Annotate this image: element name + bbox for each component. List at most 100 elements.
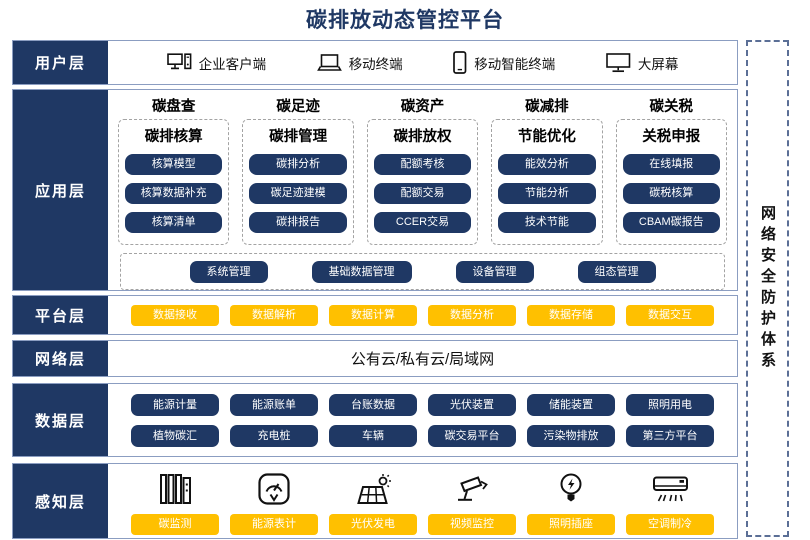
- layer-platform: 平台层 数据接收 数据解析 数据计算 数据分析 数据存储 数据交互: [12, 295, 738, 335]
- data-source-button: 充电桩: [230, 424, 318, 447]
- app-feature-button: 核算清单: [125, 212, 223, 233]
- platform-button: 数据分析: [428, 304, 516, 326]
- data-source-button: 照明用电: [626, 393, 714, 416]
- user-item-label: 大屏幕: [637, 56, 679, 72]
- data-source-row: 植物碳汇 充电桩 车辆 碳交易平台 污染物排放 第三方平台: [120, 424, 725, 447]
- app-module-title: 节能优化: [517, 129, 576, 145]
- layer-user: 用户层 企业客户端: [12, 40, 738, 85]
- user-item-enterprise-client: 企业客户端: [166, 53, 266, 73]
- app-feature-button: 核算模型: [125, 154, 223, 175]
- layer-network-label: 网络层: [13, 341, 108, 376]
- app-module-title: 碳排管理: [269, 129, 328, 145]
- layer-sensing: 感知层 碳监测: [12, 463, 738, 539]
- sense-item-solar-power: 光伏发电: [329, 470, 417, 535]
- sense-label-button: 空调制冷: [626, 513, 714, 535]
- app-common-button: 组态管理: [577, 260, 656, 283]
- app-column-header: 碳关税: [649, 99, 694, 115]
- app-module-box: 关税申报 在线填报 碳税核算 CBAM碳报告: [615, 119, 727, 245]
- layer-platform-content: 数据接收 数据解析 数据计算 数据分析 数据存储 数据交互: [108, 296, 737, 334]
- app-feature-button: 碳税核算: [622, 183, 720, 204]
- sense-label-button: 视频监控: [428, 513, 516, 535]
- sense-label-button: 照明插座: [527, 513, 615, 535]
- app-column-carbon-inventory: 碳盘查 碳排核算 核算模型 核算数据补充 核算清单: [118, 93, 230, 245]
- solar-power-icon: [355, 470, 392, 506]
- laptop-icon: [316, 53, 342, 72]
- data-source-button: 储能装置: [527, 393, 615, 416]
- sense-item-cctv: 视频监控: [428, 470, 516, 535]
- data-source-button: 污染物排放: [527, 424, 615, 447]
- app-module-box: 碳排管理 碳排分析 碳足迹建模 碳排报告: [242, 119, 354, 245]
- layer-user-content: 企业客户端 移动终端: [108, 41, 737, 84]
- layer-user-label: 用户层: [13, 41, 108, 84]
- app-column-carbon-asset: 碳资产 碳排放权 配额考核 配额交易 CCER交易: [366, 93, 479, 245]
- cctv-camera-icon: [454, 470, 491, 506]
- security-sidebar-label: 网络安全防护体系: [759, 204, 776, 373]
- layer-sensing-label: 感知层: [13, 464, 108, 538]
- user-item-smart-terminal: 移动智能终端: [453, 51, 555, 74]
- app-feature-button: 碳排分析: [249, 154, 347, 175]
- sense-label-button: 碳监测: [131, 513, 219, 535]
- sense-label-button: 光伏发电: [329, 513, 417, 535]
- app-column-header: 碳资产: [400, 99, 445, 115]
- layer-sensing-content: 碳监测 能源表计: [108, 464, 737, 538]
- layer-data-label: 数据层: [13, 384, 108, 456]
- app-column-carbon-footprint: 碳足迹 碳排管理 碳排分析 碳足迹建模 碳排报告: [242, 93, 354, 245]
- big-screen-icon: [606, 52, 631, 73]
- layer-app-label: 应用层: [13, 90, 108, 290]
- app-column-header: 碳减排: [525, 99, 569, 115]
- app-feature-button: 核算数据补充: [125, 183, 223, 204]
- platform-button: 数据解析: [230, 304, 318, 326]
- data-source-button: 碳交易平台: [428, 424, 516, 447]
- platform-button: 数据存储: [527, 304, 615, 326]
- app-feature-button: 节能分析: [498, 183, 596, 204]
- app-feature-button: CBAM碳报告: [622, 212, 720, 233]
- data-source-button: 能源计量: [131, 393, 219, 416]
- sense-item-energy-meter: 能源表计: [230, 470, 318, 535]
- sense-item-lighting: 照明插座: [527, 470, 615, 535]
- security-sidebar: 网络安全防护体系: [746, 40, 789, 537]
- sense-item-air-conditioner: 空调制冷: [626, 470, 714, 535]
- app-feature-button: 配额考核: [373, 154, 472, 175]
- user-item-mobile-terminal: 移动终端: [316, 53, 403, 73]
- layer-app-content: 碳盘查 碳排核算 核算模型 核算数据补充 核算清单 碳足迹 碳排管理 碳排分析: [108, 90, 737, 290]
- app-column-header: 碳足迹: [276, 99, 320, 115]
- platform-button: 数据计算: [329, 304, 417, 326]
- app-module-title: 关税申报: [642, 129, 701, 145]
- data-source-button: 台账数据: [329, 393, 417, 416]
- sense-item-carbon-monitor: 碳监测: [131, 470, 219, 535]
- desktop-pc-icon: [166, 53, 192, 72]
- app-common-button: 基础数据管理: [311, 260, 412, 283]
- air-conditioner-icon: [652, 470, 689, 506]
- app-column-header: 碳盘查: [151, 99, 196, 115]
- smartphone-icon: [453, 51, 467, 74]
- app-module-box: 碳排核算 核算模型 核算数据补充 核算清单: [118, 119, 230, 245]
- data-source-button: 能源账单: [230, 393, 318, 416]
- user-item-label: 移动终端: [348, 56, 403, 72]
- app-feature-button: 碳排报告: [249, 212, 347, 233]
- app-common-button: 设备管理: [455, 260, 534, 283]
- layer-platform-label: 平台层: [13, 296, 108, 334]
- app-common-button: 系统管理: [189, 260, 268, 283]
- page-title: 碳排放动态管控平台: [306, 9, 504, 32]
- app-column-carbon-reduction: 碳减排 节能优化 能效分析 节能分析 技术节能: [491, 93, 603, 245]
- app-module-box: 节能优化 能效分析 节能分析 技术节能: [491, 119, 603, 245]
- data-source-button: 第三方平台: [626, 424, 714, 447]
- layer-data: 数据层 能源计量 能源账单 台账数据 光伏装置 储能装置 照明用电 植物碳汇 充…: [12, 383, 738, 457]
- app-module-title: 碳排核算: [144, 129, 203, 145]
- app-feature-button: 技术节能: [498, 212, 596, 233]
- platform-button: 数据接收: [131, 304, 219, 326]
- platform-button: 数据交互: [626, 304, 714, 326]
- layer-network-content: 公有云/私有云/局域网: [350, 351, 495, 368]
- user-item-label: 移动智能终端: [474, 56, 556, 72]
- data-source-button: 车辆: [329, 424, 417, 447]
- layer-data-content: 能源计量 能源账单 台账数据 光伏装置 储能装置 照明用电 植物碳汇 充电桩 车…: [108, 384, 737, 456]
- light-bulb-icon: [557, 470, 585, 506]
- data-source-row: 能源计量 能源账单 台账数据 光伏装置 储能装置 照明用电: [120, 393, 725, 416]
- app-column-carbon-tariff: 碳关税 关税申报 在线填报 碳税核算 CBAM碳报告: [615, 93, 727, 245]
- data-source-button: 植物碳汇: [131, 424, 219, 447]
- carbon-monitor-icon: [158, 470, 192, 506]
- app-module-title: 碳排放权: [393, 129, 452, 145]
- app-feature-button: CCER交易: [373, 212, 472, 233]
- sense-label-button: 能源表计: [230, 513, 318, 535]
